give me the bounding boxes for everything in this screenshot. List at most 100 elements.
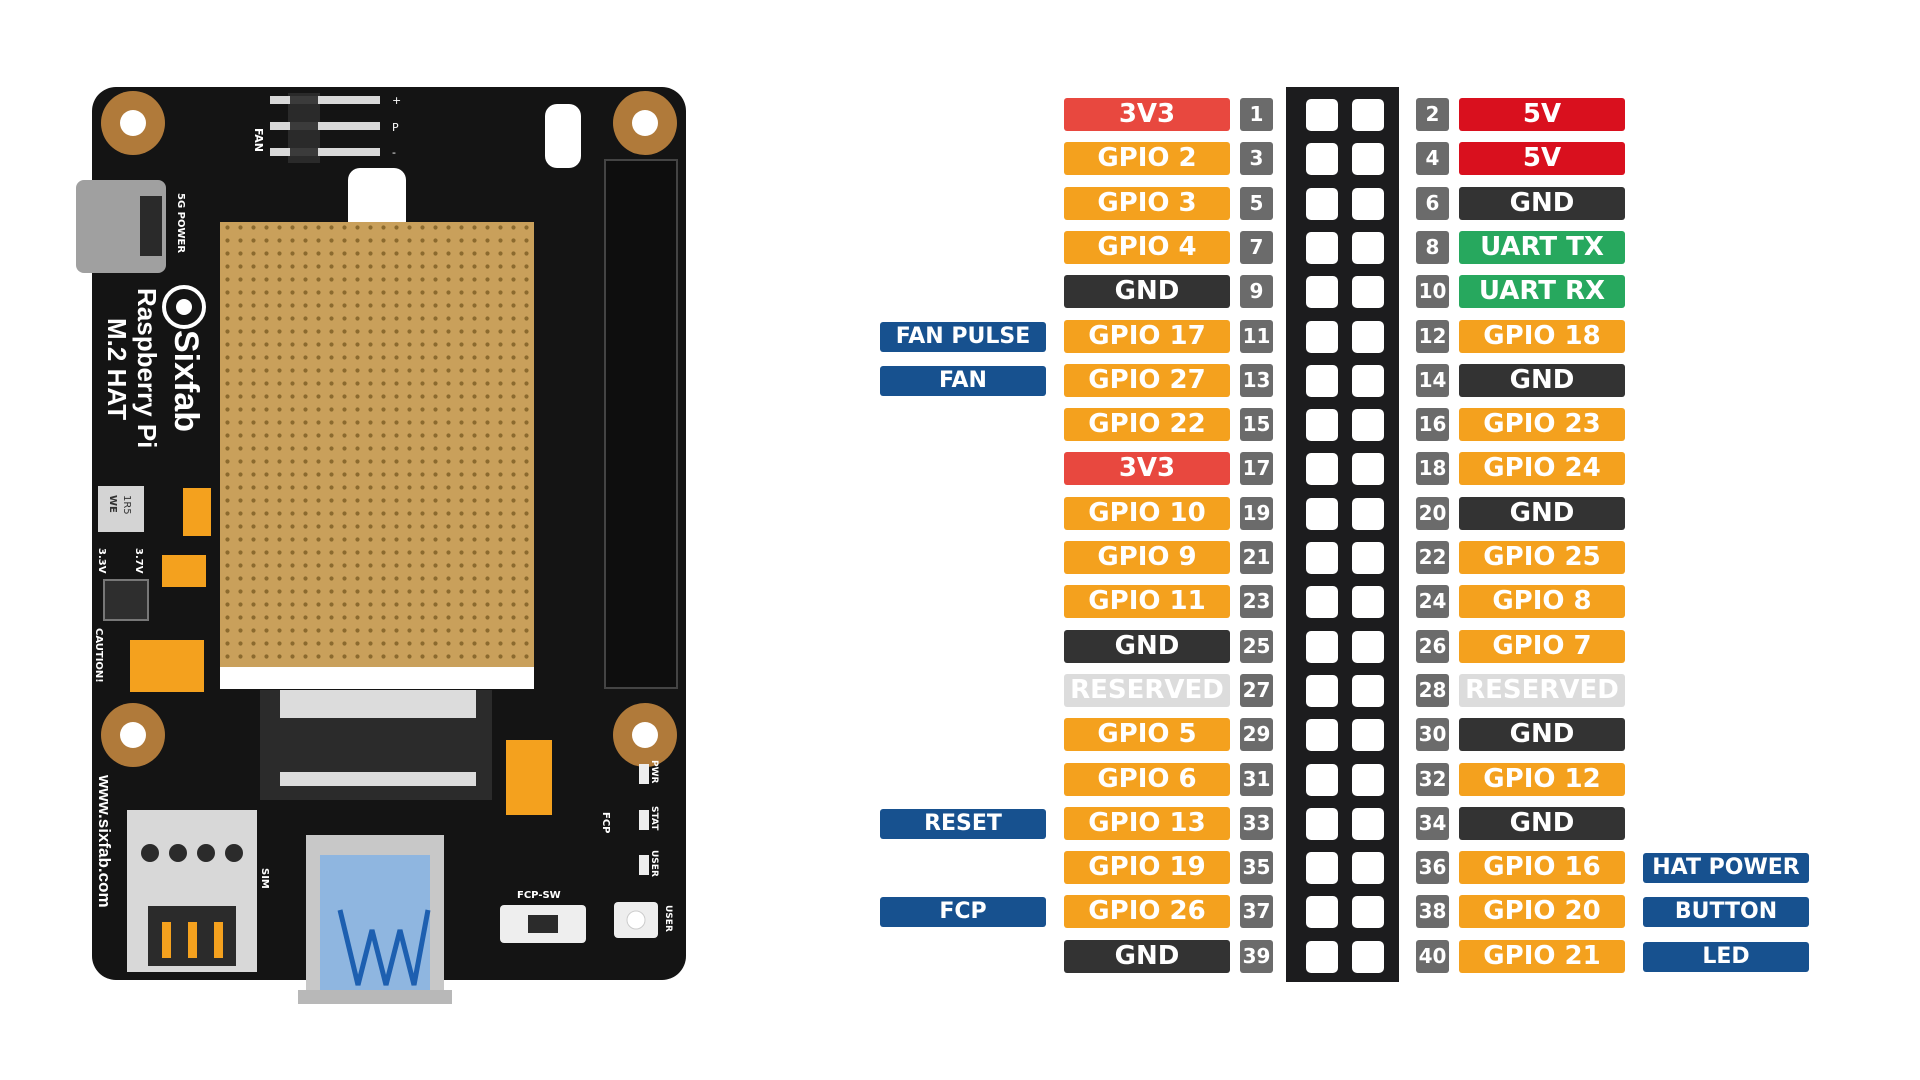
silk-stat: STAT (649, 806, 659, 831)
pin-number-8: 8 (1416, 231, 1449, 264)
pin-label-32: GPIO 12 (1459, 763, 1625, 796)
header-pad-31 (1306, 764, 1338, 796)
pin-number-1: 1 (1240, 98, 1273, 131)
pin-label-22: GPIO 25 (1459, 541, 1625, 574)
header-pad-17 (1306, 453, 1338, 485)
pin-label-38: GPIO 20 (1459, 895, 1625, 928)
header-pad-23 (1306, 586, 1338, 618)
pin-number-32: 32 (1416, 763, 1449, 796)
header-pad-3 (1306, 143, 1338, 175)
capacitor-orange-4 (506, 740, 552, 815)
header-pad-8 (1352, 232, 1384, 264)
fcp-switch (500, 905, 586, 943)
pin-number-35: 35 (1240, 851, 1273, 884)
pin-number-29: 29 (1240, 718, 1273, 751)
inductor-we (98, 486, 144, 532)
pin-number-27: 27 (1240, 674, 1273, 707)
header-pad-24 (1352, 586, 1384, 618)
silk-5g-power: 5G POWER (175, 193, 186, 253)
m2-socket (260, 690, 492, 800)
silk-fcp-sw: FCP-SW (517, 890, 561, 901)
silk-user-button: USER (663, 905, 673, 932)
header-pad-14 (1352, 365, 1384, 397)
header-pad-4 (1352, 143, 1384, 175)
pin-number-33: 33 (1240, 807, 1273, 840)
pin-label-19: GPIO 10 (1064, 497, 1230, 530)
header-pad-29 (1306, 719, 1338, 751)
header-pad-22 (1352, 542, 1384, 574)
header-pad-21 (1306, 542, 1338, 574)
mounting-slot (545, 104, 581, 168)
usb-c-connector (76, 180, 166, 273)
pin-number-12: 12 (1416, 320, 1449, 353)
pin-number-30: 30 (1416, 718, 1449, 751)
board-url: www.sixfab.com (95, 774, 114, 908)
header-pad-19 (1306, 498, 1338, 530)
capacitor-orange-2 (162, 555, 206, 587)
pin-number-3: 3 (1240, 142, 1273, 175)
pin-label-16: GPIO 23 (1459, 408, 1625, 441)
silk-minus: - (392, 146, 396, 159)
pin-number-17: 17 (1240, 452, 1273, 485)
pin-number-4: 4 (1416, 142, 1449, 175)
pin-label-27: RESERVED (1064, 674, 1230, 707)
function-label-33: RESET (880, 809, 1046, 839)
silk-p: P (392, 121, 399, 134)
pin-label-14: GND (1459, 364, 1625, 397)
pin-label-8: UART TX (1459, 231, 1625, 264)
function-label-37: FCP (880, 897, 1046, 927)
pin-label-37: GPIO 26 (1064, 895, 1230, 928)
function-label-13: FAN (880, 366, 1046, 396)
function-label-36: HAT POWER (1643, 853, 1809, 883)
header-pad-5 (1306, 188, 1338, 220)
pin-number-34: 34 (1416, 807, 1449, 840)
pin-number-19: 19 (1240, 497, 1273, 530)
header-pad-32 (1352, 764, 1384, 796)
pin-number-31: 31 (1240, 763, 1273, 796)
pin-label-12: GPIO 18 (1459, 320, 1625, 353)
header-pad-37 (1306, 896, 1338, 928)
pin-label-2: 5V (1459, 98, 1625, 131)
pin-number-6: 6 (1416, 187, 1449, 220)
pin-number-7: 7 (1240, 231, 1273, 264)
pin-label-18: GPIO 24 (1459, 452, 1625, 485)
mounting-hole-top-left (101, 91, 165, 155)
pin-label-25: GND (1064, 630, 1230, 663)
m2-hat-board-illustration: FAN + P - 5G POWER Sixfab Raspberry Pi M… (76, 87, 686, 1004)
function-label-38: BUTTON (1643, 897, 1809, 927)
pin-label-33: GPIO 13 (1064, 807, 1230, 840)
silk-1r5: 1R5 (121, 495, 132, 515)
header-pad-18 (1352, 453, 1384, 485)
led-stat (639, 810, 649, 830)
pin-label-15: GPIO 22 (1064, 408, 1230, 441)
pin-number-5: 5 (1240, 187, 1273, 220)
header-pad-36 (1352, 852, 1384, 884)
header-strip (1286, 87, 1399, 982)
sim-card-holder (127, 810, 257, 972)
header-pad-9 (1306, 276, 1338, 308)
mounting-hole-bottom-left (101, 703, 165, 767)
capacitor-orange-1 (183, 488, 211, 536)
pin-number-20: 20 (1416, 497, 1449, 530)
pin-label-6: GND (1459, 187, 1625, 220)
pin-label-9: GND (1064, 275, 1230, 308)
pin-label-36: GPIO 16 (1459, 851, 1625, 884)
usb-a-connector (298, 835, 452, 1004)
pin-label-21: GPIO 9 (1064, 541, 1230, 574)
header-pad-2 (1352, 99, 1384, 131)
pin-number-28: 28 (1416, 674, 1449, 707)
pin-label-26: GPIO 7 (1459, 630, 1625, 663)
pin-label-35: GPIO 19 (1064, 851, 1230, 884)
pin-label-10: UART RX (1459, 275, 1625, 308)
pin-number-36: 36 (1416, 851, 1449, 884)
pin-label-28: RESERVED (1459, 674, 1625, 707)
led-user (639, 855, 649, 875)
pin-label-23: GPIO 11 (1064, 585, 1230, 618)
pin-number-18: 18 (1416, 452, 1449, 485)
header-pad-30 (1352, 719, 1384, 751)
header-pad-6 (1352, 188, 1384, 220)
silk-fan: FAN (252, 128, 265, 152)
mounting-hole-bottom-right (613, 703, 677, 767)
header-pad-16 (1352, 409, 1384, 441)
silk-3v7: 3.7V (133, 548, 144, 574)
